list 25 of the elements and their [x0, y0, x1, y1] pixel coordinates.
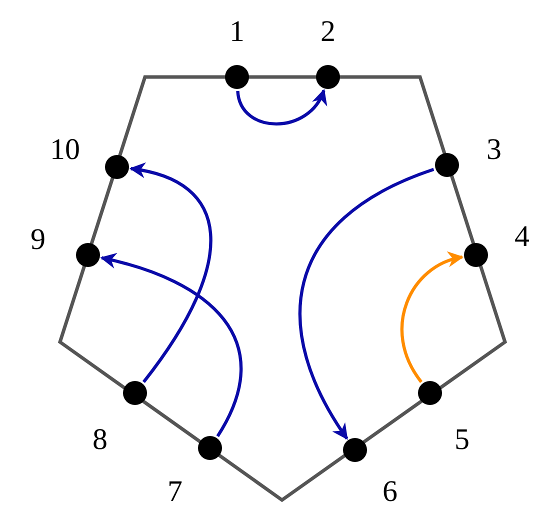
point-label: 1 [230, 17, 244, 47]
point-label: 7 [168, 477, 182, 507]
point-label: 9 [30, 225, 46, 255]
point-dot [464, 243, 488, 267]
point-label: 8 [92, 425, 108, 455]
point-dot [76, 243, 100, 267]
point-label: 5 [454, 425, 470, 455]
arrow [236, 88, 326, 126]
point-dot [343, 438, 367, 462]
point-dot [316, 65, 340, 89]
point-dot [225, 65, 249, 89]
arrow [298, 168, 434, 440]
point-label: 2 [320, 17, 336, 47]
point-label: 4 [514, 222, 530, 252]
point-label: 3 [486, 135, 502, 165]
arrow [129, 163, 212, 383]
arrow [100, 253, 243, 438]
point-label: 10 [50, 135, 80, 165]
point-label: 6 [382, 477, 398, 507]
point-dot [435, 153, 459, 177]
point-dot [198, 436, 222, 460]
point-dot [418, 381, 442, 405]
point-dot [105, 155, 129, 179]
point-dot [123, 381, 147, 405]
arrow [400, 252, 464, 383]
